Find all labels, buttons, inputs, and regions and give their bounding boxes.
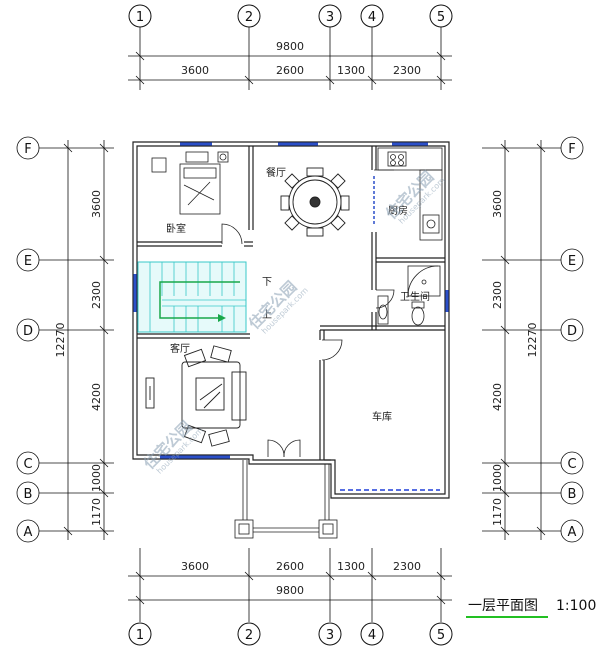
axis-label-E-right: E [568, 254, 576, 269]
walls [132, 141, 450, 499]
room-label-bathroom: 卫生间 [400, 290, 430, 303]
bed [151, 151, 229, 215]
right-dim-1: 3600 [491, 190, 504, 218]
left-total-dim: 12270 [54, 323, 67, 358]
top-dim-4: 2300 [393, 64, 421, 77]
bottom-axis-markers: 1 2 3 4 5 [128, 622, 453, 646]
watermark-3: 住宅公园 housepark.com [140, 418, 205, 476]
axis-label-C-right: C [567, 457, 576, 472]
axis-label-F-right: F [568, 142, 575, 157]
axis-label-3-bottom: 3 [326, 628, 334, 643]
bottom-dim-1: 3600 [181, 560, 209, 573]
bottom-dim-2: 2600 [276, 560, 304, 573]
left-dim-1: 3600 [90, 190, 103, 218]
left-dim-4: 1000 [90, 464, 103, 492]
axis-label-1: 1 [136, 10, 144, 25]
bathroom-fixtures [377, 265, 441, 326]
staircase: 下 上 [137, 261, 272, 333]
watermark-2: 住宅公园 housepark.com [245, 278, 310, 336]
left-dim-2: 2300 [90, 281, 103, 309]
left-dim-5: 1170 [90, 498, 103, 526]
room-label-bedroom: 卧室 [166, 222, 186, 235]
room-label-kitchen: 厨房 [388, 204, 408, 217]
watermark-1: 住宅公园 housepark.com [382, 168, 447, 226]
axis-label-4: 4 [368, 10, 376, 25]
stair-down-label: 下 [262, 277, 272, 288]
axis-label-E: E [24, 254, 32, 269]
right-dim-5: 1170 [491, 498, 504, 526]
axis-label-A: A [24, 525, 33, 540]
right-axis-markers: F E D C B A 3600 2300 4200 1000 1170 122… [482, 136, 584, 543]
porch [234, 460, 338, 539]
right-total-dim: 12270 [526, 323, 539, 358]
sofa-set [145, 345, 247, 447]
axis-label-F: F [24, 142, 31, 157]
room-label-dining: 餐厅 [266, 166, 286, 179]
room-label-garage: 车库 [372, 410, 392, 423]
axis-label-D-right: D [567, 324, 577, 339]
top-dimensions: 9800 3600 2600 1300 2300 [128, 40, 452, 85]
room-label-living: 客厅 [170, 342, 190, 355]
caption-title: 一层平面图 [468, 598, 538, 614]
axis-label-A-right: A [568, 525, 577, 540]
top-dim-2: 2600 [276, 64, 304, 77]
top-total-dim: 9800 [276, 40, 304, 53]
axis-label-4-bottom: 4 [368, 628, 376, 643]
bottom-total-dim: 9800 [276, 584, 304, 597]
bottom-dim-3: 1300 [337, 560, 365, 573]
left-axis-markers: F E D C B A 12270 3600 2300 4200 1000 11… [16, 136, 114, 543]
stair-up-label: 上 [262, 309, 272, 321]
axis-label-B-right: B [568, 487, 577, 502]
axis-label-B: B [24, 487, 33, 502]
kitchen-fixtures [377, 147, 443, 241]
top-dim-3: 1300 [337, 64, 365, 77]
axis-label-1-bottom: 1 [136, 628, 144, 643]
doors [221, 169, 395, 458]
bottom-dim-4: 2300 [393, 560, 421, 573]
room-labels: 卧室 餐厅 厨房 客厅 车库 卫生间 [166, 166, 430, 423]
top-dim-1: 3600 [181, 64, 209, 77]
bottom-dimensions: 3600 2600 1300 2300 9800 [128, 548, 452, 622]
right-dim-2: 2300 [491, 281, 504, 309]
windows [133, 142, 449, 459]
plan-caption: 一层平面图 1:100 [466, 598, 596, 618]
axis-label-5-bottom: 5 [437, 628, 445, 643]
axis-label-5: 5 [437, 10, 445, 25]
axis-label-2: 2 [245, 10, 253, 25]
right-dim-4: 1000 [491, 464, 504, 492]
axis-label-C: C [23, 457, 32, 472]
axis-label-2-bottom: 2 [245, 628, 253, 643]
dining-table [280, 167, 350, 237]
caption-scale: 1:100 [556, 598, 596, 614]
left-dim-3: 4200 [90, 383, 103, 411]
axis-label-3: 3 [326, 10, 334, 25]
axis-label-D: D [23, 324, 33, 339]
right-dim-3: 4200 [491, 383, 504, 411]
